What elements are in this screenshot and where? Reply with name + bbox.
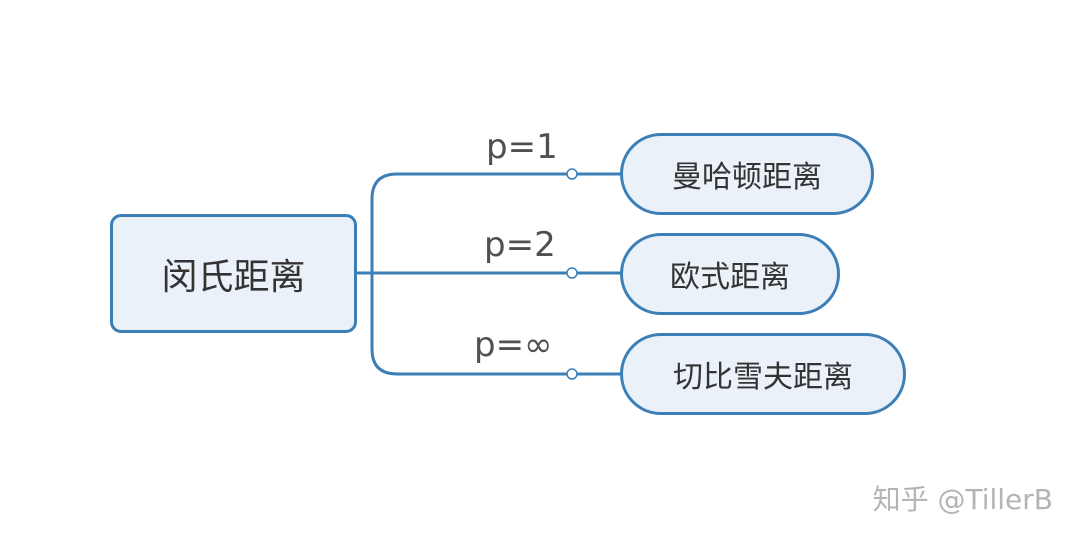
branch-condition-1: p=1 bbox=[486, 127, 558, 167]
branch-condition-3: p=∞ bbox=[474, 325, 553, 365]
connector-branch-3 bbox=[370, 273, 622, 376]
watermark-text: 知乎 @TillerB bbox=[872, 483, 1053, 516]
root-node-label: 闵氏距离 bbox=[161, 256, 306, 298]
child-node-chebyshev: 切比雪夫距离 bbox=[620, 333, 906, 415]
root-node: 闵氏距离 bbox=[110, 214, 357, 333]
child-node-manhattan: 曼哈顿距离 bbox=[620, 133, 874, 215]
child-node-euclidean: 欧式距离 bbox=[620, 233, 840, 315]
child-node-label: 曼哈顿距离 bbox=[672, 160, 822, 195]
child-node-label: 欧式距离 bbox=[670, 260, 790, 295]
branch-condition-2: p=2 bbox=[484, 225, 556, 265]
child-node-label: 切比雪夫距离 bbox=[673, 360, 853, 395]
connector-dot-1 bbox=[566, 168, 578, 180]
connector-dot-3 bbox=[566, 368, 578, 380]
connector-dot-2 bbox=[566, 267, 578, 279]
connector-branch-1 bbox=[370, 172, 622, 273]
